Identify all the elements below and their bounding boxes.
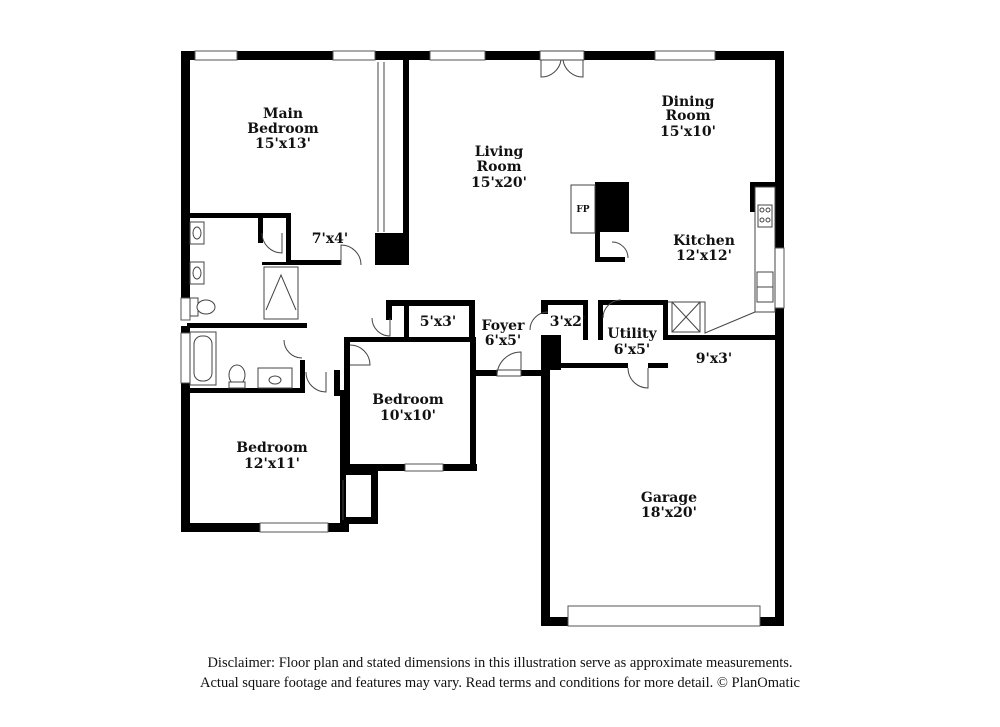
room-name: Foyer [482, 318, 526, 334]
doors [261, 50, 649, 520]
closet-dimensions: 5'x3' [420, 314, 456, 330]
fireplace-label: FP [576, 205, 589, 215]
fixtures [189, 184, 776, 389]
room-dimensions: 10'x10' [380, 408, 436, 424]
closet-dimensions: 7'x4' [312, 231, 348, 247]
room-dimensions: 18'x20' [641, 505, 697, 521]
room-dimensions: 6'x5' [614, 342, 650, 358]
room-name: Garage [641, 490, 697, 506]
storage-dimensions: 9'x3' [696, 351, 732, 367]
room-name: Kitchen [673, 233, 735, 249]
room-name: Bedroom [372, 392, 444, 408]
room-dimensions: 12'x12' [676, 248, 732, 264]
room-name: Room [476, 159, 521, 175]
room-dimensions: 12'x11' [244, 456, 300, 472]
room-labels: Main Bedroom 15'x13' Living Room 15'x20'… [236, 94, 735, 521]
room-dimensions: 6'x5' [485, 333, 521, 349]
room-dimensions: 15'x10' [660, 124, 716, 140]
disclaimer-line-1: Disclaimer: Floor plan and stated dimens… [207, 655, 793, 671]
closet-dimensions: 3'x2' [550, 314, 586, 330]
interior-walls [187, 57, 780, 525]
room-name: Utility [607, 326, 657, 342]
windows [180, 50, 785, 627]
room-name: Bedroom [247, 121, 319, 137]
room-dimensions: 15'x20' [471, 175, 527, 191]
room-name: Living [475, 144, 524, 160]
disclaimer-line-2: Actual square footage and features may v… [200, 675, 800, 691]
room-name: Main [263, 106, 303, 122]
room-name: Dining [662, 94, 715, 110]
room-name: Bedroom [236, 440, 308, 456]
room-dimensions: 15'x13' [255, 136, 311, 152]
room-name: Room [665, 108, 710, 124]
